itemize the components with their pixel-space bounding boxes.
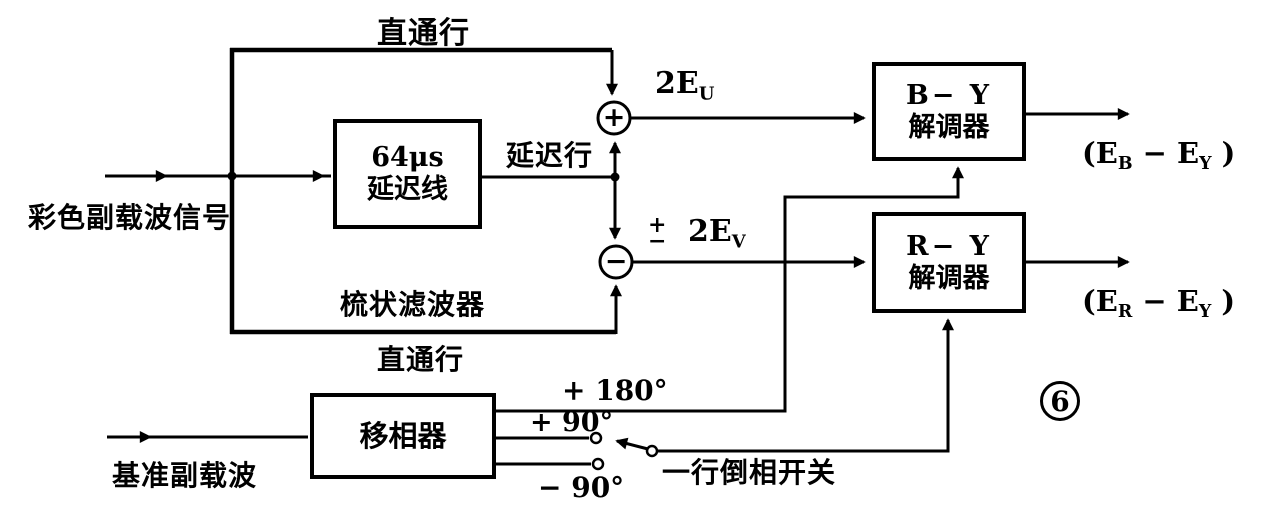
contact-p90 <box>589 431 603 445</box>
phase-shifter-label: 移相器 <box>359 418 447 453</box>
phase-plus-180-label: + 180° <box>562 374 668 407</box>
delay-line-value: 64μs <box>371 142 444 174</box>
phase-minus-90-label: − 90° <box>538 471 625 504</box>
contact-m90 <box>591 457 605 471</box>
line-inversion-switch-label: 一行倒相开关 <box>662 456 837 489</box>
direct-path-bottom-label: 直通行 <box>377 343 465 376</box>
signal-2eu-label: 2EU <box>655 66 715 105</box>
contact-pole <box>645 444 659 458</box>
figure-number-badge: 6 <box>1040 381 1080 421</box>
output-eb-ey-label: (EB − EY ) <box>1082 136 1236 175</box>
delay-line-label: 延迟线 <box>367 174 448 205</box>
reference-input-label: 基准副载波 <box>112 459 258 492</box>
delay-line-block: 64μs 延迟线 <box>333 119 482 229</box>
plus-minus-sign: + − <box>648 212 667 254</box>
phase-plus-90-label: + 90° <box>530 407 614 438</box>
adder-minus-sign: − <box>604 246 628 277</box>
direct-path-top-label: 直通行 <box>377 16 470 51</box>
adder-plus-circle <box>596 100 632 136</box>
output-er-ey-label: (ER − EY ) <box>1082 284 1236 323</box>
by-demodulator-block: B− Y 解调器 <box>872 62 1026 161</box>
ry-demodulator-label: 解调器 <box>908 262 990 294</box>
ry-demodulator-block: R− Y 解调器 <box>872 212 1026 313</box>
p180-wire <box>495 166 964 413</box>
subtractor-circle <box>598 244 634 280</box>
phase-shifter-block: 移相器 <box>310 393 496 479</box>
ry-demodulator-title: R− Y <box>906 230 992 262</box>
switch-arm <box>615 437 649 451</box>
junction-dot <box>227 171 237 181</box>
by-demodulator-title: B− Y <box>905 79 993 111</box>
delayed-path-label: 延迟行 <box>506 139 594 172</box>
adder-plus-sign: + <box>602 102 626 133</box>
junction-dot <box>610 172 620 182</box>
chroma-input-label: 彩色副载波信号 <box>28 201 232 234</box>
pole-wire <box>657 318 954 453</box>
signal-2ev-label: 2EV <box>688 214 746 253</box>
by-demodulator-label: 解调器 <box>908 111 990 143</box>
comb-filter-label: 梳状滤波器 <box>340 288 486 321</box>
